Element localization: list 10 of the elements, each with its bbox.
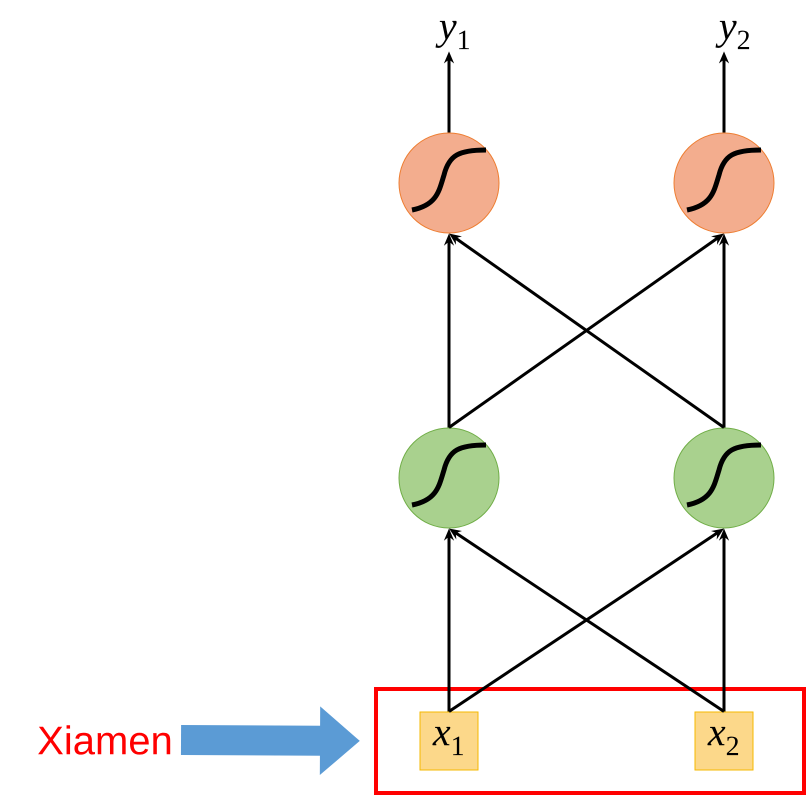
output-label: y$_{2}$ bbox=[716, 20, 750, 50]
output-label: y$_{1}$ bbox=[436, 20, 469, 50]
input-box: x$_{2}$ bbox=[694, 712, 754, 770]
city-label: Xiamen bbox=[38, 725, 170, 755]
neuron-circle bbox=[398, 428, 500, 528]
neuron-circle bbox=[398, 132, 500, 234]
neuron-circle bbox=[674, 428, 774, 528]
input-box: x$_{1}$ bbox=[420, 712, 478, 770]
neuron-circle bbox=[674, 132, 774, 234]
highlight-frame bbox=[374, 687, 806, 795]
